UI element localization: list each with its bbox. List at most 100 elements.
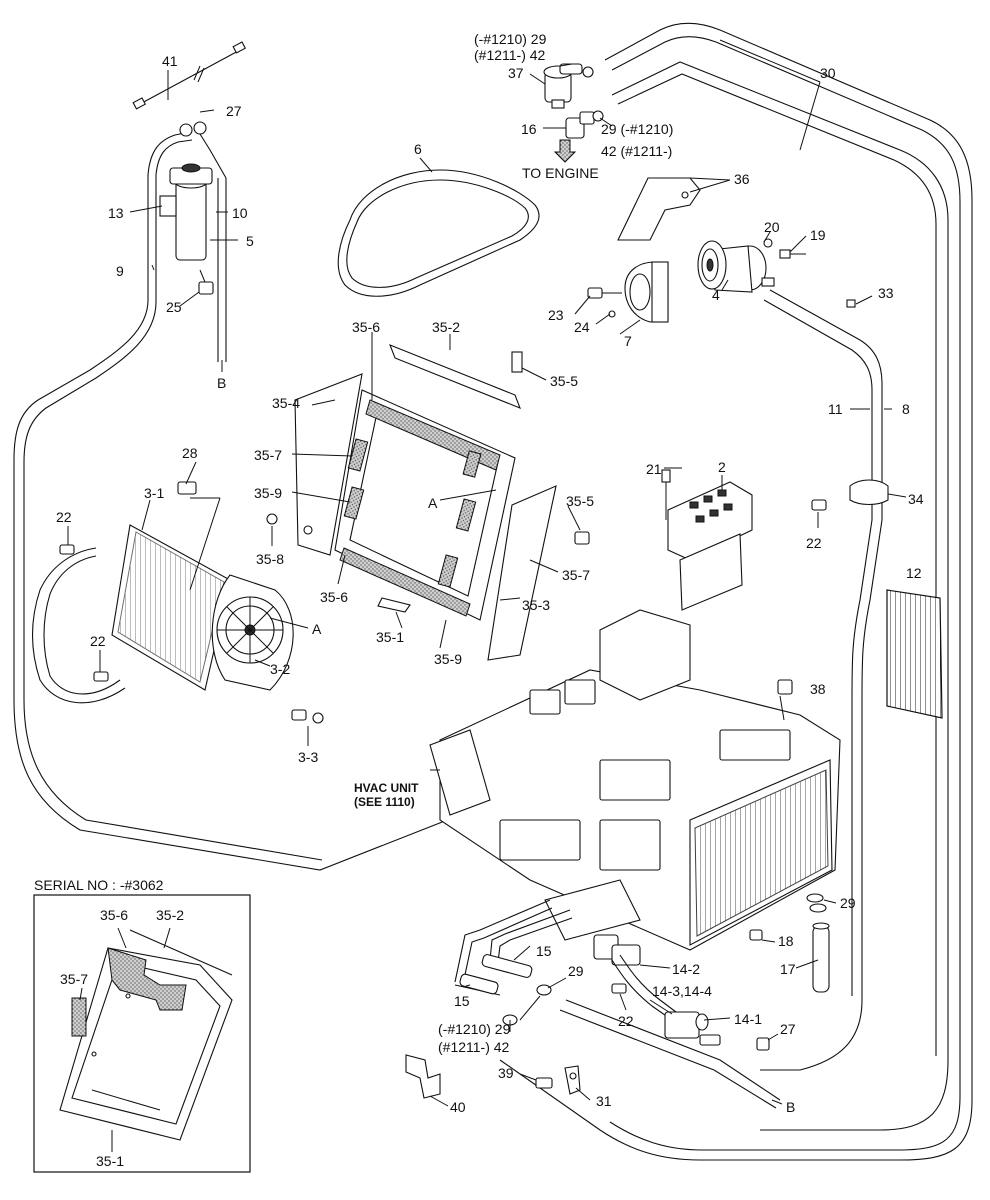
- label-24: 24: [574, 319, 590, 335]
- label-3-2: 3-2: [270, 661, 290, 677]
- label-35-9-left: 35-9: [254, 485, 282, 501]
- label-25: 25: [166, 299, 182, 315]
- label-33: 33: [878, 285, 894, 301]
- label-35-6-top: 35-6: [352, 319, 380, 335]
- hvac-unit-see-label: (SEE 1110): [354, 795, 415, 809]
- pipe-8-11: [559, 289, 883, 1109]
- inset-label-35-2: 35-2: [156, 907, 184, 923]
- label-35-7-left: 35-7: [254, 447, 282, 463]
- label-41: 41: [162, 53, 178, 69]
- label-3-1: 3-1: [144, 485, 164, 501]
- serial-note-mid-2: 42 (#1211-): [601, 143, 672, 159]
- valve-16: [553, 110, 604, 163]
- label-18: 18: [778, 933, 794, 949]
- serial-note-mid-1: 29 (-#1210): [601, 121, 673, 137]
- tube-17: [749, 679, 830, 993]
- label-16: 16: [521, 121, 537, 137]
- compressor-4: [697, 240, 775, 293]
- bottom-parts: [405, 1054, 581, 1099]
- serial-box-title: SERIAL NO : -#3062: [34, 877, 164, 893]
- part-labels: 41 27 13 10 5 9 25 B (-#1210) 29 (#1211-…: [34, 31, 924, 1169]
- label-30: 30: [820, 65, 836, 81]
- label-35-4: 35-4: [272, 395, 300, 411]
- hvac-unit: [429, 609, 841, 966]
- serial-note-bottom-2: (#1211-) 42: [438, 1039, 510, 1055]
- label-35-5-right: 35-5: [566, 493, 594, 509]
- label-27: 27: [226, 103, 242, 119]
- inset-label-35-6: 35-6: [100, 907, 128, 923]
- pipe-condenser: [31, 544, 126, 704]
- serial-inset-box: [33, 894, 251, 1173]
- serial-note-bottom-1: (-#1210) 29: [438, 1021, 511, 1037]
- valve-14: [611, 954, 770, 1051]
- label-17: 17: [780, 961, 796, 977]
- hvac-unit-label: HVAC UNIT: [354, 781, 419, 795]
- label-3-3: 3-3: [298, 749, 318, 765]
- condenser-3-1: [111, 481, 231, 691]
- label-22-upper-left: 22: [56, 509, 72, 525]
- pipe-9-loop: [13, 175, 601, 871]
- clamp-34: [811, 479, 889, 511]
- label-7: 7: [624, 333, 632, 349]
- leader-lines: [67, 39, 907, 1152]
- label-35-2: 35-2: [432, 319, 460, 335]
- label-b-right: B: [786, 1099, 795, 1115]
- hoses-15: [454, 899, 573, 1026]
- label-23: 23: [548, 307, 564, 323]
- label-14-1: 14-1: [734, 1011, 762, 1027]
- label-8: 8: [902, 401, 910, 417]
- valve-37: [543, 63, 594, 109]
- label-21: 21: [646, 461, 662, 477]
- label-22-right: 22: [806, 535, 822, 551]
- label-22-bottom: 22: [618, 1013, 634, 1029]
- label-13: 13: [108, 205, 124, 221]
- cable-41: [132, 41, 247, 110]
- label-10: 10: [232, 205, 248, 221]
- label-11: 11: [828, 401, 843, 417]
- label-b-left: B: [217, 375, 226, 391]
- label-28: 28: [182, 445, 198, 461]
- serial-note-top-2: (#1211-) 42: [474, 47, 546, 63]
- fan-3-2: [211, 574, 324, 724]
- control-panel-2: [661, 469, 753, 611]
- label-37: 37: [508, 65, 524, 81]
- frame-35: [266, 344, 590, 661]
- label-22-lower-left: 22: [90, 633, 106, 649]
- label-9: 9: [116, 263, 124, 279]
- label-12: 12: [906, 565, 922, 581]
- label-20: 20: [764, 219, 780, 235]
- label-35-1: 35-1: [376, 629, 404, 645]
- label-35-9-bottom: 35-9: [434, 651, 462, 667]
- label-35-8: 35-8: [256, 551, 284, 567]
- label-29-right: 29: [840, 895, 856, 911]
- receiver-drier-5: [147, 121, 227, 295]
- label-29-bottom: 29: [568, 963, 584, 979]
- label-4: 4: [712, 287, 720, 303]
- to-engine-label: TO ENGINE: [522, 165, 599, 181]
- belt-6: [337, 169, 540, 297]
- label-34: 34: [908, 491, 924, 507]
- label-a-fan: A: [312, 621, 322, 637]
- label-35-3: 35-3: [522, 597, 550, 613]
- screws: [587, 238, 856, 318]
- pipe-10: [217, 178, 227, 362]
- label-27-bottom: 27: [780, 1021, 796, 1037]
- label-14-2: 14-2: [672, 961, 700, 977]
- inset-label-35-1: 35-1: [96, 1153, 124, 1169]
- label-35-5-top: 35-5: [550, 373, 578, 389]
- label-5: 5: [246, 233, 254, 249]
- inset-label-35-7: 35-7: [60, 971, 88, 987]
- label-19: 19: [810, 227, 826, 243]
- label-15-upper: 15: [536, 943, 552, 959]
- serial-note-top-1: (-#1210) 29: [474, 31, 547, 47]
- label-31: 31: [596, 1093, 612, 1109]
- clutch-7: [624, 261, 669, 323]
- label-40: 40: [450, 1099, 466, 1115]
- label-35-7-right: 35-7: [562, 567, 590, 583]
- filter-12: [886, 589, 943, 719]
- label-2: 2: [718, 459, 726, 475]
- label-14-3-4: 14-3,14-4: [652, 983, 712, 999]
- label-38: 38: [810, 681, 826, 697]
